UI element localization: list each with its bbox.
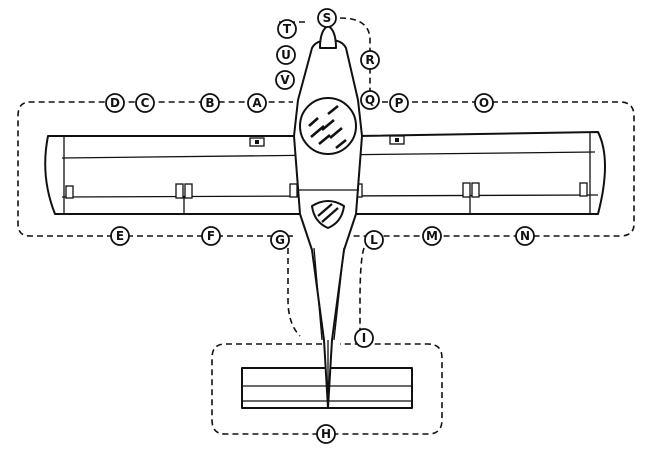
callout-p: P [389,93,409,113]
svg-text:D: D [110,96,120,110]
callout-i: I [354,328,374,348]
svg-text:M: M [426,229,438,243]
svg-text:N: N [520,229,530,243]
wing-hinge-right-3 [471,182,480,198]
wing-hinge-left-3 [184,183,193,199]
wing-access-panel-left-dot [255,140,259,144]
wing-hinge-right-4 [579,182,588,197]
callout-n: N [515,226,535,246]
aft-window [311,200,345,229]
callout-f: F [201,226,221,246]
wing-route-outline [17,101,635,237]
svg-text:Q: Q [365,93,375,107]
callout-t: T [277,19,297,39]
svg-text:F: F [207,229,215,243]
svg-text:P: P [395,96,404,110]
callout-l: L [364,230,384,250]
callout-m: M [422,226,442,246]
svg-text:H: H [321,427,331,441]
fuselage-rear-seam-right [333,247,345,341]
fuselage-rear-seam-left [313,247,323,341]
svg-text:V: V [280,73,290,87]
svg-text:S: S [323,11,332,25]
svg-text:U: U [281,48,291,62]
canopy [299,97,357,155]
callout-d: D [105,93,125,113]
callout-s: S [317,8,337,28]
wing-hinge-right-2 [462,182,471,198]
svg-text:R: R [365,53,374,67]
callout-h: H [316,424,336,444]
callout-q: Q [360,90,380,110]
svg-text:L: L [370,233,378,247]
wing-hinge-left-1 [65,185,74,199]
svg-text:E: E [116,229,124,243]
tail-route-outline [287,247,365,337]
callout-o: O [474,93,494,113]
wing-hinge-left-2 [175,183,184,199]
svg-text:T: T [283,22,292,36]
callout-a: A [247,93,267,113]
wing-access-panel-right-dot [395,138,399,142]
svg-text:B: B [205,96,214,110]
callout-u: U [276,45,296,65]
callout-v: V [275,70,295,90]
canopy-hatching [308,104,347,150]
svg-text:A: A [252,96,262,110]
svg-text:I: I [362,331,366,345]
svg-text:G: G [275,233,285,247]
spinner [319,25,337,49]
callout-b: B [200,93,220,113]
callout-c: C [135,93,155,113]
wing-hinge-left-4 [289,183,298,198]
callout-r: R [360,50,380,70]
aft-window-hatching [317,203,339,223]
svg-text:O: O [479,96,489,110]
callout-g: G [270,230,290,250]
callout-e: E [110,226,130,246]
svg-text:C: C [141,96,150,110]
